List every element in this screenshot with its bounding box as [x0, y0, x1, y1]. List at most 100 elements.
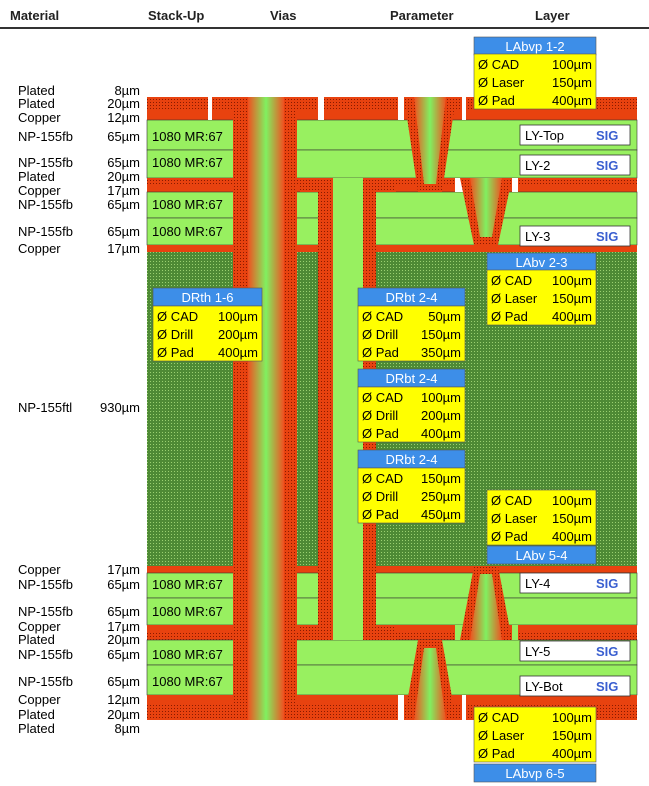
- buried-via-opening-top: [333, 178, 363, 192]
- param-value: 150µm: [552, 75, 592, 90]
- clearance-gap: [462, 695, 466, 720]
- layer-tag-box: [519, 640, 631, 662]
- prepreg-spec: 1080 MR:67: [152, 577, 223, 592]
- layer-thickness: 20µm: [107, 96, 140, 111]
- prepreg-spec: 1080 MR:67: [152, 647, 223, 662]
- param-name: Ø Laser: [478, 75, 525, 90]
- layer-thickness: 8µm: [114, 721, 140, 736]
- prepreg-spec: 1080 MR:67: [152, 197, 223, 212]
- header-vias: Vias: [270, 8, 297, 23]
- layer-thickness: 65µm: [107, 577, 140, 592]
- header-parameter: Parameter: [390, 8, 454, 23]
- material-name: Plated: [18, 96, 55, 111]
- layer-tag-box: [519, 124, 631, 146]
- material-name: NP-155fb: [18, 577, 73, 592]
- layer-type: SIG: [596, 158, 618, 173]
- layer-thickness: 65µm: [107, 647, 140, 662]
- copper-layer: [147, 566, 637, 573]
- param-name: Ø Pad: [478, 93, 515, 108]
- layer-thickness: 930µm: [100, 400, 140, 415]
- layer-name: LY-4: [525, 576, 550, 591]
- prepreg-spec: 1080 MR:67: [152, 604, 223, 619]
- layer-tag-box: [519, 675, 631, 697]
- clearance-gap: [462, 97, 466, 120]
- param-value: 400µm: [552, 309, 592, 324]
- layer-thickness: 17µm: [107, 619, 140, 634]
- param-value: 150µm: [552, 728, 592, 743]
- header-stackup: Stack-Up: [148, 8, 204, 23]
- column-headers: Material Stack-Up Vias Parameter Layer: [0, 8, 649, 29]
- param-value: 200µm: [218, 327, 258, 342]
- clearance-gap: [512, 625, 518, 640]
- param-value: 450µm: [421, 507, 461, 522]
- param-title-bar: [486, 545, 597, 565]
- clearance-gap: [455, 625, 463, 640]
- param-name: Ø Pad: [362, 426, 399, 441]
- material-name: Plated: [18, 83, 55, 98]
- param-name: Ø CAD: [478, 710, 519, 725]
- material-name: Copper: [18, 110, 61, 125]
- layer-thickness: 20µm: [107, 169, 140, 184]
- layer-thickness: 65µm: [107, 197, 140, 212]
- prepreg-spec: 1080 MR:67: [152, 674, 223, 689]
- param-name: Ø CAD: [362, 471, 403, 486]
- param-value: 150µm: [552, 291, 592, 306]
- prepreg-spec: 1080 MR:67: [152, 224, 223, 239]
- param-value: 100µm: [552, 57, 592, 72]
- param-name: Ø CAD: [362, 309, 403, 324]
- param-value: 250µm: [421, 489, 461, 504]
- param-value: 400µm: [218, 345, 258, 360]
- material-name: Copper: [18, 183, 61, 198]
- clearance-gap: [512, 178, 518, 192]
- layer-thickness: 12µm: [107, 110, 140, 125]
- clearance-gap: [398, 97, 404, 120]
- material-name: Copper: [18, 241, 61, 256]
- param-name: Ø Laser: [491, 511, 538, 526]
- header-material: Material: [10, 8, 59, 23]
- material-name: Copper: [18, 692, 61, 707]
- material-name: NP-155fb: [18, 604, 73, 619]
- param-value: 400µm: [552, 746, 592, 761]
- layer-thickness: 17µm: [107, 183, 140, 198]
- param-value: 400µm: [552, 529, 592, 544]
- param-title: DRbt 2-4: [385, 290, 437, 305]
- param-name: Ø Pad: [478, 746, 515, 761]
- clearance-gap: [208, 97, 212, 120]
- layer-thickness: 65µm: [107, 604, 140, 619]
- through-via-hole: [248, 97, 284, 720]
- layer-thickness: 17µm: [107, 562, 140, 577]
- param-name: Ø CAD: [491, 493, 532, 508]
- copper-layer: [147, 695, 637, 703]
- param-value: 100µm: [552, 493, 592, 508]
- clearance-gap: [318, 97, 324, 120]
- layer-thickness: 65µm: [107, 224, 140, 239]
- param-name: Ø Pad: [362, 507, 399, 522]
- layer-name: LY-Bot: [525, 679, 563, 694]
- layer-name: LY-Top: [525, 128, 564, 143]
- param-title: LAbv 5-4: [515, 548, 567, 563]
- prepreg-layer: [146, 191, 638, 219]
- clearance-gap: [455, 178, 463, 192]
- param-value: 50µm: [428, 309, 461, 324]
- layer-thickness: 17µm: [107, 241, 140, 256]
- param-name: Ø CAD: [157, 309, 198, 324]
- param-value: 150µm: [421, 471, 461, 486]
- material-name: Copper: [18, 562, 61, 577]
- material-name: Copper: [18, 619, 61, 634]
- layer-name: LY-2: [525, 158, 550, 173]
- layer-tag-box: [519, 572, 631, 594]
- param-value: 100µm: [552, 710, 592, 725]
- copper-layer: [147, 110, 637, 120]
- material-name: NP-155fb: [18, 647, 73, 662]
- param-title: DRth 1-6: [181, 290, 233, 305]
